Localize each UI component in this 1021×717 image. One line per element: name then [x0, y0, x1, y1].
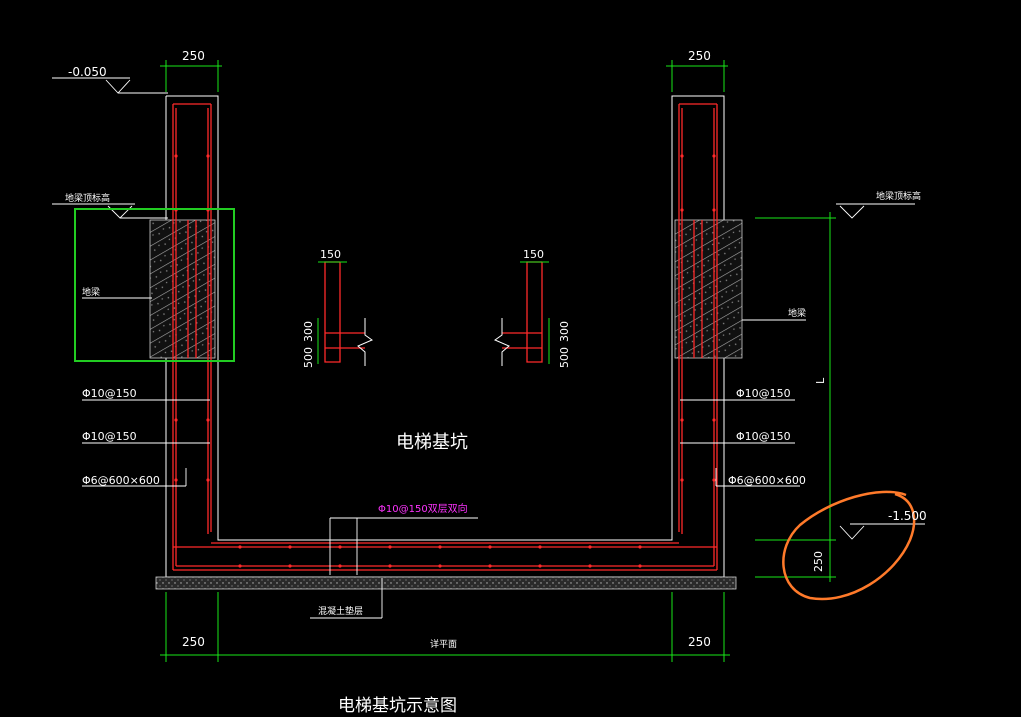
cushion-layer — [155, 576, 737, 590]
detail-500-right: 500 — [558, 347, 571, 368]
slab-rebar-label: Φ10@150双层双向 — [378, 502, 468, 515]
leader-lines — [52, 77, 925, 619]
pit-center-label: 电梯基坑 — [396, 432, 468, 453]
rebar-cage — [172, 103, 718, 571]
detail-150-right: 150 — [523, 248, 544, 261]
detail-150-left: 150 — [320, 248, 341, 261]
beam-left — [149, 219, 216, 359]
dim-bottom-left: 250 — [182, 635, 205, 649]
cushion-label: 混凝土垫层 — [318, 605, 363, 617]
beam-label-left: 地梁 — [82, 286, 100, 298]
beam-top-elevation-left: 地梁顶标高 — [65, 192, 110, 204]
detail-300-left: 300 — [302, 321, 315, 342]
drawing-title: 电梯基坑示意图 — [338, 696, 457, 716]
dim-bottom-right: 250 — [688, 635, 711, 649]
elevation-top-label: -0.050 — [68, 65, 107, 79]
rebar-label-3: Φ6@600×600 — [82, 474, 160, 487]
beam-label-right: 地梁 — [788, 307, 806, 319]
beam-right — [674, 219, 743, 359]
rebar-label-5: Φ10@150 — [736, 430, 791, 443]
elevation-pit-label: -1.500 — [888, 509, 927, 523]
beam-top-elevation-right: 地梁顶标高 — [876, 190, 921, 202]
dim-bottom-mid: 详平面 — [430, 638, 457, 650]
rebar-label-2: Φ10@150 — [82, 430, 137, 443]
detail-500-left: 500 — [302, 347, 315, 368]
rebar-label-4: Φ10@150 — [736, 387, 791, 400]
rebar-label-6: Φ6@600×600 — [728, 474, 806, 487]
labels: -0.050 地梁顶标高 地梁 Φ10@150 Φ10@150 Φ6@600×6… — [65, 65, 927, 716]
annotation-circle — [782, 490, 916, 601]
dimension-text: 250 250 250 详平面 250 L 250 150 150 300 50… — [182, 49, 827, 650]
rebar-label-1: Φ10@150 — [82, 387, 137, 400]
dim-top-right: 250 — [688, 49, 711, 63]
detail-300-right: 300 — [558, 321, 571, 342]
dimension-lines — [160, 60, 836, 662]
dim-top-left: 250 — [182, 49, 205, 63]
highlight-box — [74, 208, 235, 362]
break-symbols — [357, 318, 510, 366]
dim-250-right: 250 — [812, 551, 825, 572]
rebar-dots — [174, 154, 716, 568]
dim-l: L — [814, 377, 827, 384]
